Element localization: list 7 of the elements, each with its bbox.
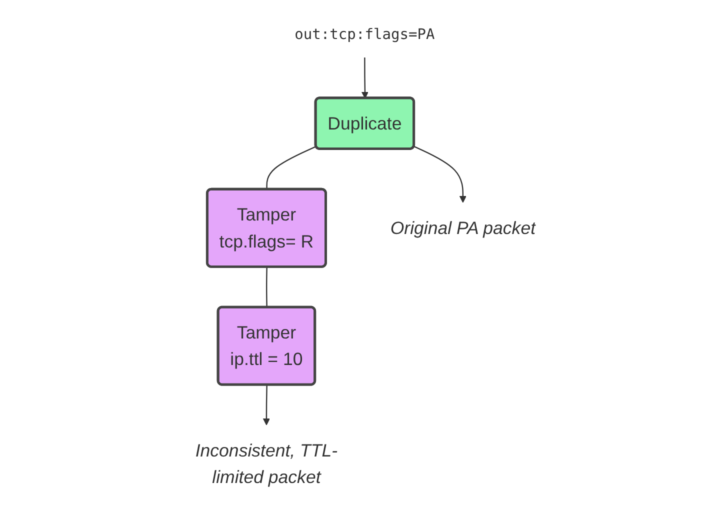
node-text: Inconsistent, TTL-limited packet xyxy=(195,440,338,488)
arrow xyxy=(262,384,270,426)
arrow xyxy=(361,58,368,99)
connector xyxy=(266,267,268,308)
node-text: out:tcp:flags=PA xyxy=(294,26,435,43)
connector xyxy=(266,146,316,190)
arrow xyxy=(414,146,466,203)
